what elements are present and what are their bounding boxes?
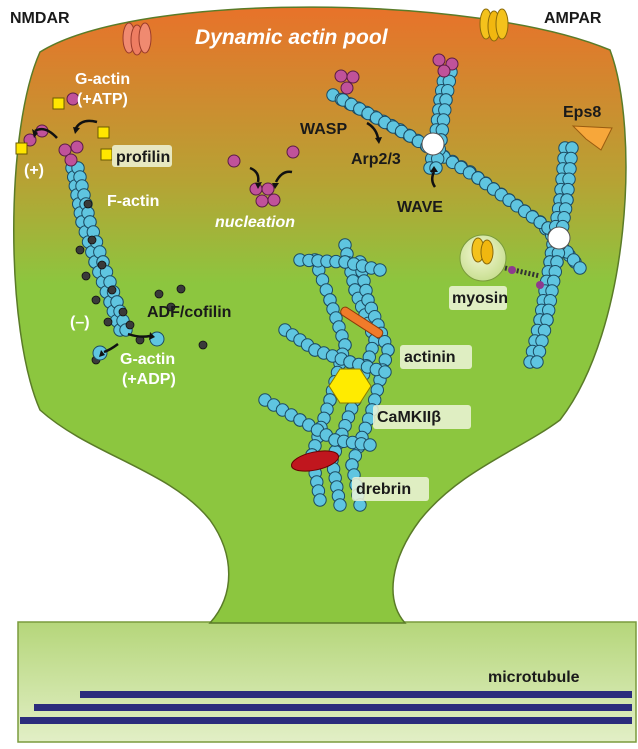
cofilin-dot (154, 289, 164, 299)
microtubule-2 (34, 704, 632, 711)
adf-cofilin-label: ADF/cofilin (147, 304, 231, 321)
cofilin-dot (87, 235, 97, 245)
actin-bead (373, 263, 387, 277)
cofilin-dot (81, 271, 91, 281)
arp23-complex-1 (421, 132, 445, 156)
wasp-label: WASP (300, 121, 347, 138)
cofilin-dot (176, 284, 186, 294)
g-actin-adp-label: G-actin (120, 351, 175, 368)
actin-bead (573, 261, 587, 275)
g-actin-adp-sublabel: (+ADP) (122, 371, 176, 388)
label-backgrounds (112, 145, 507, 501)
drebrin-label: drebrin (356, 481, 411, 498)
adf-cofilin-dots (75, 199, 208, 365)
cofilin-dot (125, 320, 135, 330)
actin-bead (530, 355, 544, 369)
microtubule-label: microtubule (488, 669, 580, 686)
f-actin-label: F-actin (107, 193, 159, 210)
actin-bead (363, 438, 377, 452)
g-actin-atp-monomers (23, 92, 84, 167)
eps8-cap (571, 125, 613, 151)
filament-tip-caps (334, 53, 459, 95)
actinin-crosslinker (340, 306, 384, 339)
ampar-label: AMPAR (544, 10, 602, 27)
myosin-label: myosin (452, 290, 508, 307)
cofilin-dot (166, 302, 176, 312)
nucleation-label: nucleation (215, 214, 295, 231)
actin-bead (378, 365, 392, 379)
cofilin-dot (198, 340, 208, 350)
microtubule-3 (20, 717, 632, 724)
wave-label: WAVE (397, 199, 443, 216)
g-actin-atp-sublabel: (+ATP) (77, 91, 128, 108)
ampar-receptor-icon (479, 8, 509, 42)
g-actin-atp-label: G-actin (75, 71, 130, 88)
actin-bead (333, 498, 347, 512)
camkii-label: CaMKIIβ (377, 409, 441, 426)
camkii-hexagon (328, 368, 372, 404)
cofilin-dot (97, 260, 107, 270)
actinin-label: actinin (404, 349, 456, 366)
nmdar-receptor-icon (122, 22, 152, 56)
cofilin-dot (118, 307, 128, 317)
microtubules (20, 691, 632, 724)
arrow-heads (32, 127, 438, 357)
drebrin-protein (290, 450, 340, 472)
cofilin-dot (103, 317, 113, 327)
cofilin-dot (75, 245, 85, 255)
actin-bead (429, 161, 443, 175)
reaction-arrows (34, 119, 437, 354)
myosin-motor-icon (459, 234, 544, 289)
arp23-label: Arp2/3 (351, 151, 401, 168)
nucleation-cluster (227, 145, 300, 208)
minus-end-label: (–) (70, 314, 90, 331)
microtubule-1 (80, 691, 632, 698)
g-actin-adp-bead-2 (92, 345, 108, 361)
arp23-complex-2 (547, 226, 571, 250)
eps8-label: Eps8 (563, 104, 601, 121)
nmdar-label: NMDAR (10, 10, 70, 27)
profilin-label: profilin (116, 149, 170, 166)
plus-end-label: (+) (24, 162, 44, 179)
cofilin-dot (91, 295, 101, 305)
actin-bead (313, 493, 327, 507)
title-label: Dynamic actin pool (195, 26, 389, 49)
cofilin-dot (107, 285, 117, 295)
cofilin-dot (83, 199, 93, 209)
